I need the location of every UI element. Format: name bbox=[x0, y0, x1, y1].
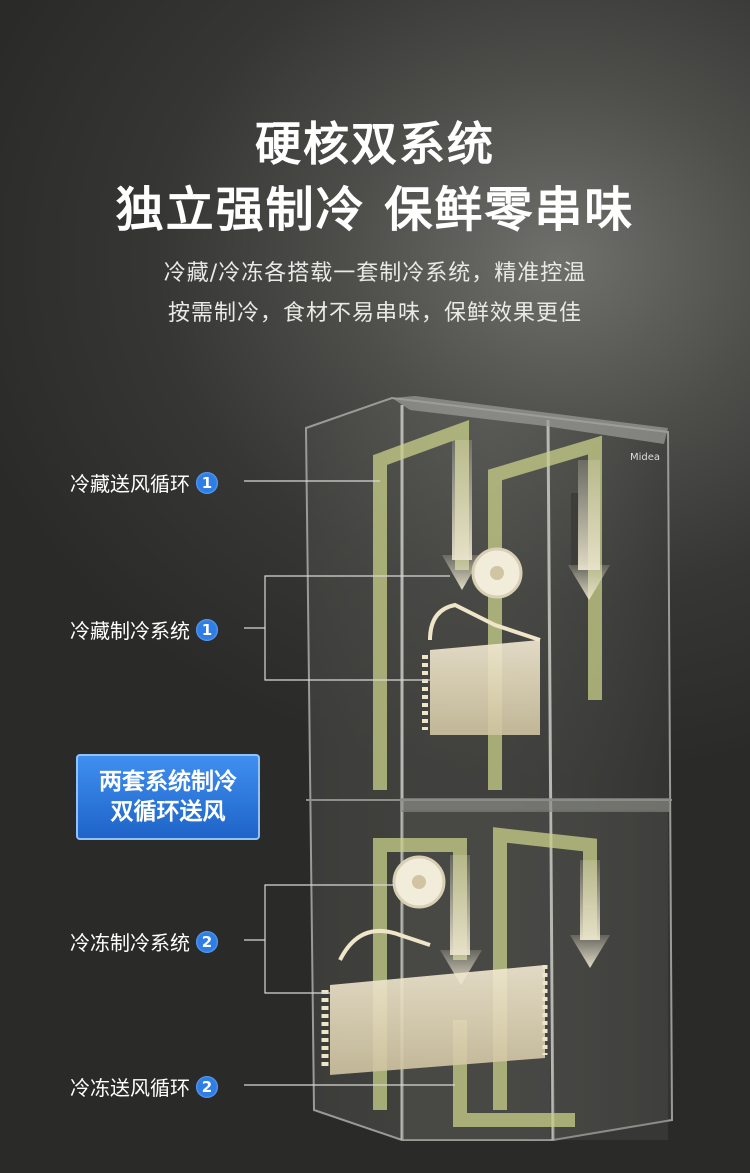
label-fridge-airflow: 冷藏送风循环 1 bbox=[70, 468, 218, 497]
description-line-2: 按需制冷，食材不易串味，保鲜效果更佳 bbox=[167, 301, 582, 326]
number-badge-1: 1 bbox=[196, 471, 218, 494]
badge-line-2: 双循环送风 bbox=[110, 799, 226, 825]
badge-line-1: 两套系统制冷 bbox=[99, 769, 237, 795]
freezer-fan-icon bbox=[392, 855, 446, 909]
fridge-evaporator-coil bbox=[422, 602, 541, 735]
dual-system-badge: 两套系统制冷 双循环送风 bbox=[76, 754, 260, 840]
label-freezer-airflow: 冷冻送风循环 2 bbox=[70, 1072, 218, 1101]
callout-lines bbox=[244, 480, 455, 1086]
number-badge-2: 2 bbox=[196, 930, 218, 953]
number-badge-1: 1 bbox=[196, 618, 218, 641]
description-line-1: 冷藏/冷冻各搭载一套制冷系统，精准控温 bbox=[163, 261, 587, 286]
label-fridge-airflow-text: 冷藏送风循环 bbox=[70, 472, 190, 496]
fridge-airflow-arrows bbox=[442, 440, 610, 600]
freezer-evaporator-coil bbox=[321, 929, 548, 1075]
brand-logo-text: Midea bbox=[630, 452, 660, 463]
number-badge-2: 2 bbox=[196, 1075, 218, 1098]
headline-title: 硬核双系统 bbox=[255, 117, 495, 171]
label-freezer-cooling-text: 冷冻制冷系统 bbox=[70, 931, 190, 955]
label-freezer-airflow-text: 冷冻送风循环 bbox=[70, 1076, 190, 1100]
label-fridge-cooling-text: 冷藏制冷系统 bbox=[70, 619, 190, 643]
headline-subtitle: 独立强制冷 保鲜零串味 bbox=[115, 182, 635, 238]
label-fridge-cooling: 冷藏制冷系统 1 bbox=[70, 615, 218, 644]
fridge-fan-icon bbox=[471, 547, 523, 599]
label-freezer-cooling: 冷冻制冷系统 2 bbox=[70, 927, 218, 956]
freezer-airflow-arrows bbox=[440, 855, 610, 985]
